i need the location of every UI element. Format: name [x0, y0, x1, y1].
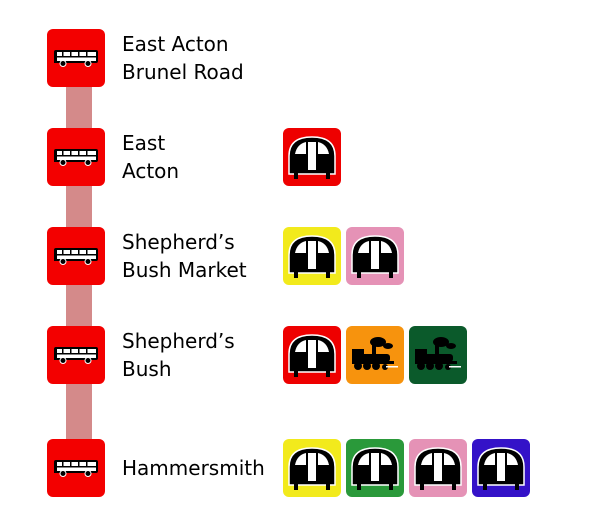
tube-icon[interactable]: [409, 439, 467, 497]
stop-name-line: East: [122, 131, 166, 155]
bus-icon[interactable]: [47, 29, 105, 87]
stop-name-line: Acton: [122, 159, 180, 183]
stop-name-line: Bush Market: [122, 258, 247, 282]
route-icons: [283, 326, 467, 384]
bus-icon[interactable]: [47, 227, 105, 285]
tube-icon[interactable]: [283, 439, 341, 497]
bus-icon[interactable]: [47, 128, 105, 186]
stop-row: Hammersmith: [0, 439, 604, 499]
stop-name-line: Shepherd’s: [122, 329, 235, 353]
stop-name-line: Brunel Road: [122, 60, 244, 84]
tube-icon[interactable]: [283, 227, 341, 285]
stop-name-line: Hammersmith: [122, 456, 265, 480]
stop-name-line: Shepherd’s: [122, 230, 235, 254]
tube-icon[interactable]: [472, 439, 530, 497]
route-icons: [283, 227, 404, 285]
route-icons: [283, 439, 530, 497]
train-icon[interactable]: [346, 326, 404, 384]
tube-icon[interactable]: [346, 439, 404, 497]
stop-name-line: Bush: [122, 357, 172, 381]
bus-icon[interactable]: [47, 326, 105, 384]
stop-name[interactable]: Hammersmith: [122, 454, 265, 482]
tube-icon[interactable]: [346, 227, 404, 285]
tube-icon[interactable]: [283, 128, 341, 186]
bus-icon[interactable]: [47, 439, 105, 497]
train-icon[interactable]: [409, 326, 467, 384]
stop-name-line: East Acton: [122, 32, 229, 56]
route-icons: [283, 128, 341, 186]
tube-icon[interactable]: [283, 326, 341, 384]
